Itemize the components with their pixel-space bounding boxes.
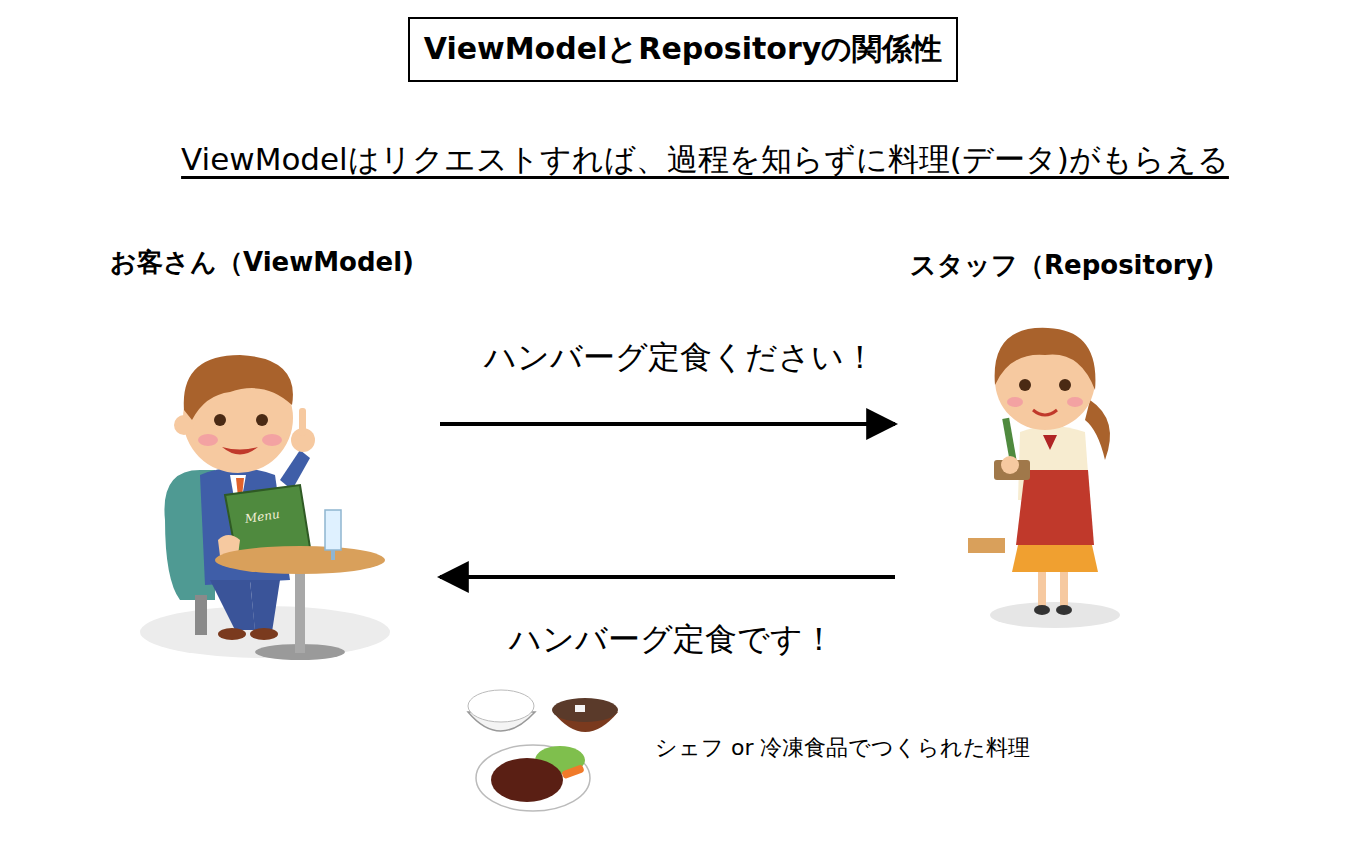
menu-text: Menu: [244, 507, 280, 526]
edge-label: ハンバーグ定食です！: [509, 618, 835, 662]
arrow-connector: [440, 575, 895, 579]
actor-node: スタッフ（Repository): [895, 248, 1235, 628]
edge-label: ハンバーグ定食ください！: [484, 336, 876, 380]
actor-heading: お客さん（ViewModel): [110, 245, 440, 280]
customer-figure: [140, 355, 390, 660]
arrow-connector: [440, 422, 895, 426]
subtitle: ViewModelはリクエストすれば、過程を知らずに料理(データ)がもらえる: [181, 139, 1229, 181]
actor-heading: スタッフ（Repository): [910, 248, 1235, 283]
title-box: ViewModelとRepositoryの関係性: [408, 17, 959, 82]
meal-icon: [468, 690, 618, 811]
actor-node: お客さん（ViewModel): [100, 245, 440, 670]
staff-figure: [968, 328, 1120, 628]
note: シェフ or 冷凍食品でつくられた料理: [655, 733, 1031, 763]
